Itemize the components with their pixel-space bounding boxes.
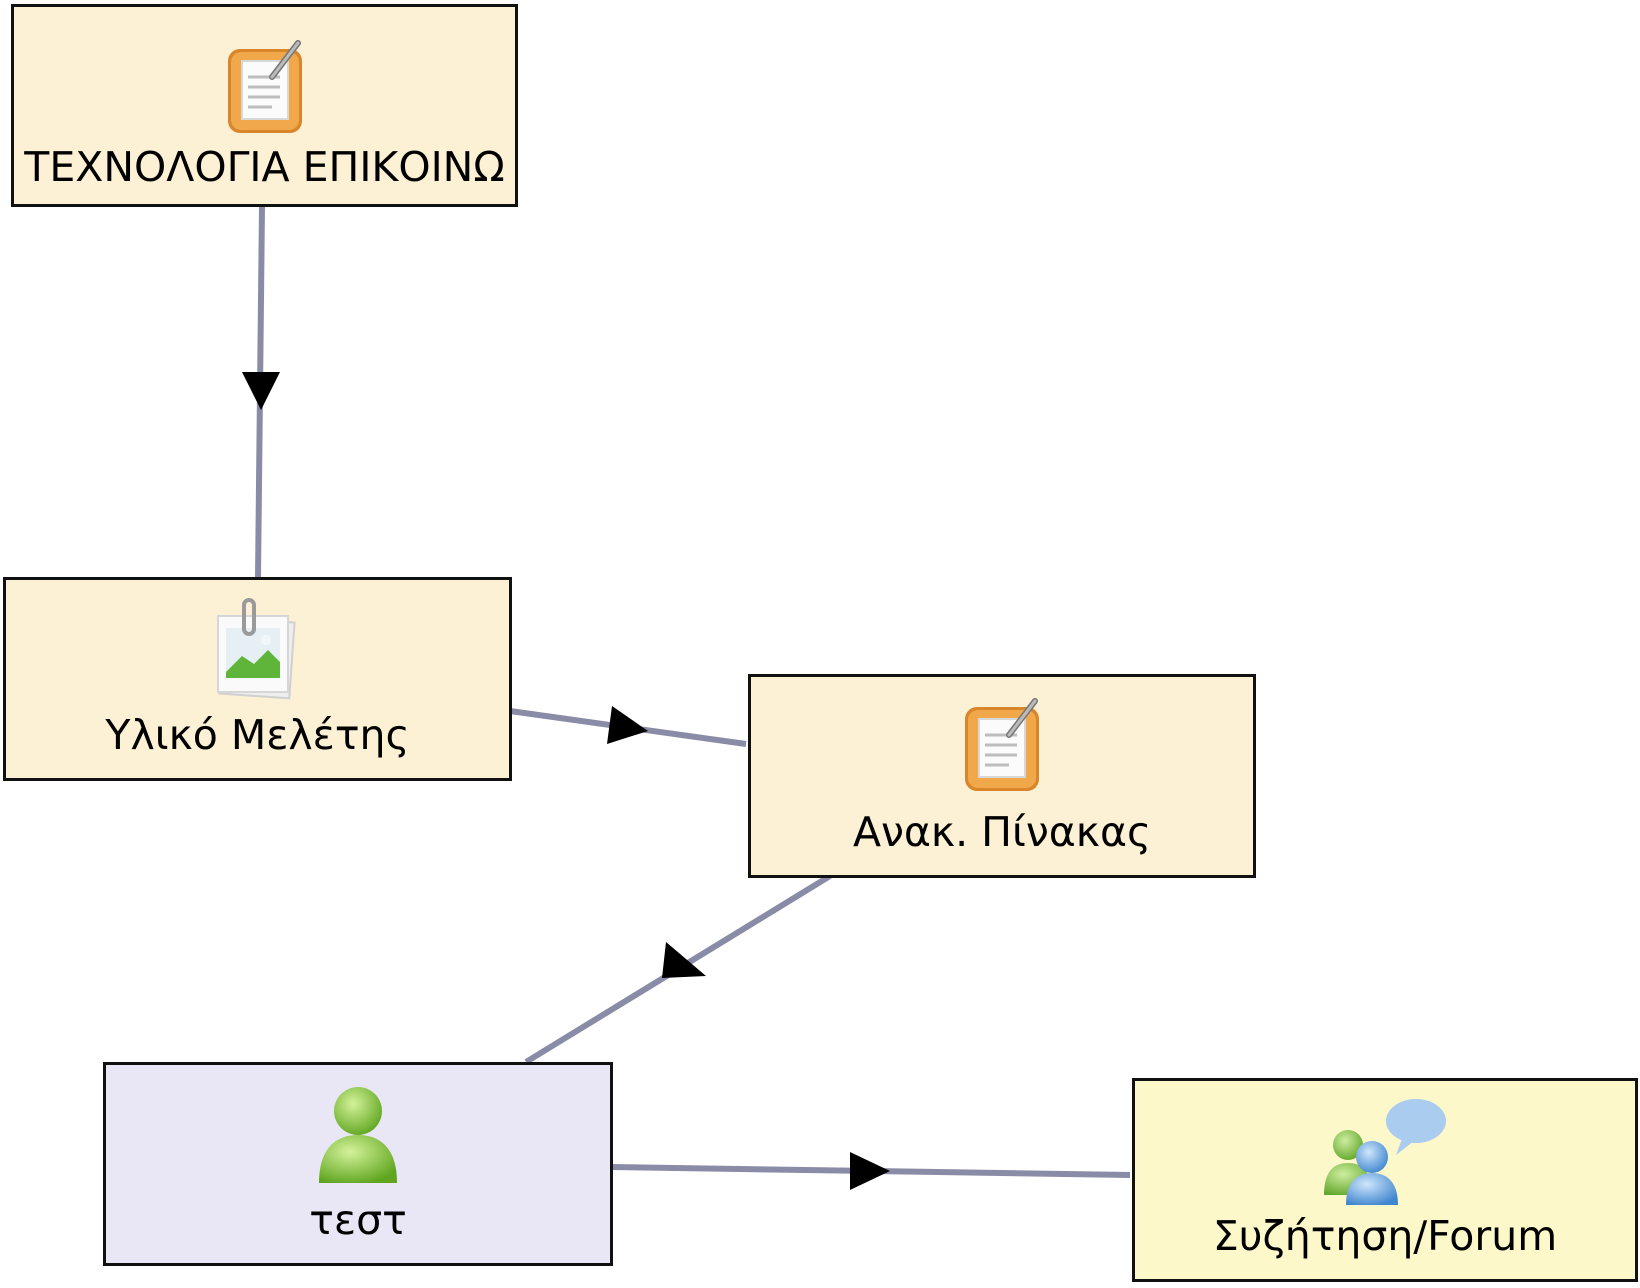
node-label: τεστ bbox=[309, 1196, 407, 1244]
edge-yliko-to-anak[interactable] bbox=[509, 706, 747, 747]
photo-document-icon bbox=[208, 598, 308, 706]
node-yliko-meletis[interactable]: Υλικό Μελέτης bbox=[3, 577, 512, 781]
edge-anak-to-test[interactable] bbox=[524, 873, 832, 1065]
node-forum[interactable]: Συζήτηση/Forum bbox=[1132, 1078, 1638, 1282]
notepad-icon bbox=[957, 695, 1047, 795]
node-test[interactable]: τεστ bbox=[103, 1062, 613, 1266]
node-texnologia-epikoinonias[interactable]: ΤΕΧΝΟΛΟΓΙΑ ΕΠΙΚΟΙΝΩ bbox=[11, 4, 518, 207]
edge-texnologia-to-yliko[interactable] bbox=[242, 205, 280, 578]
node-label: Ανακ. Πίνακας bbox=[852, 808, 1152, 856]
notepad-icon bbox=[220, 37, 310, 137]
user-icon bbox=[313, 1083, 403, 1187]
forum-users-icon bbox=[1320, 1093, 1450, 1205]
node-label: ΤΕΧΝΟΛΟΓΙΑ ΕΠΙΚΟΙΝΩ bbox=[24, 143, 505, 191]
node-label: Υλικό Μελέτης bbox=[105, 711, 410, 759]
node-label: Συζήτηση/Forum bbox=[1212, 1212, 1558, 1260]
node-anak-pinakas[interactable]: Ανακ. Πίνακας bbox=[748, 674, 1256, 878]
edge-test-to-forum[interactable] bbox=[609, 1152, 1131, 1190]
